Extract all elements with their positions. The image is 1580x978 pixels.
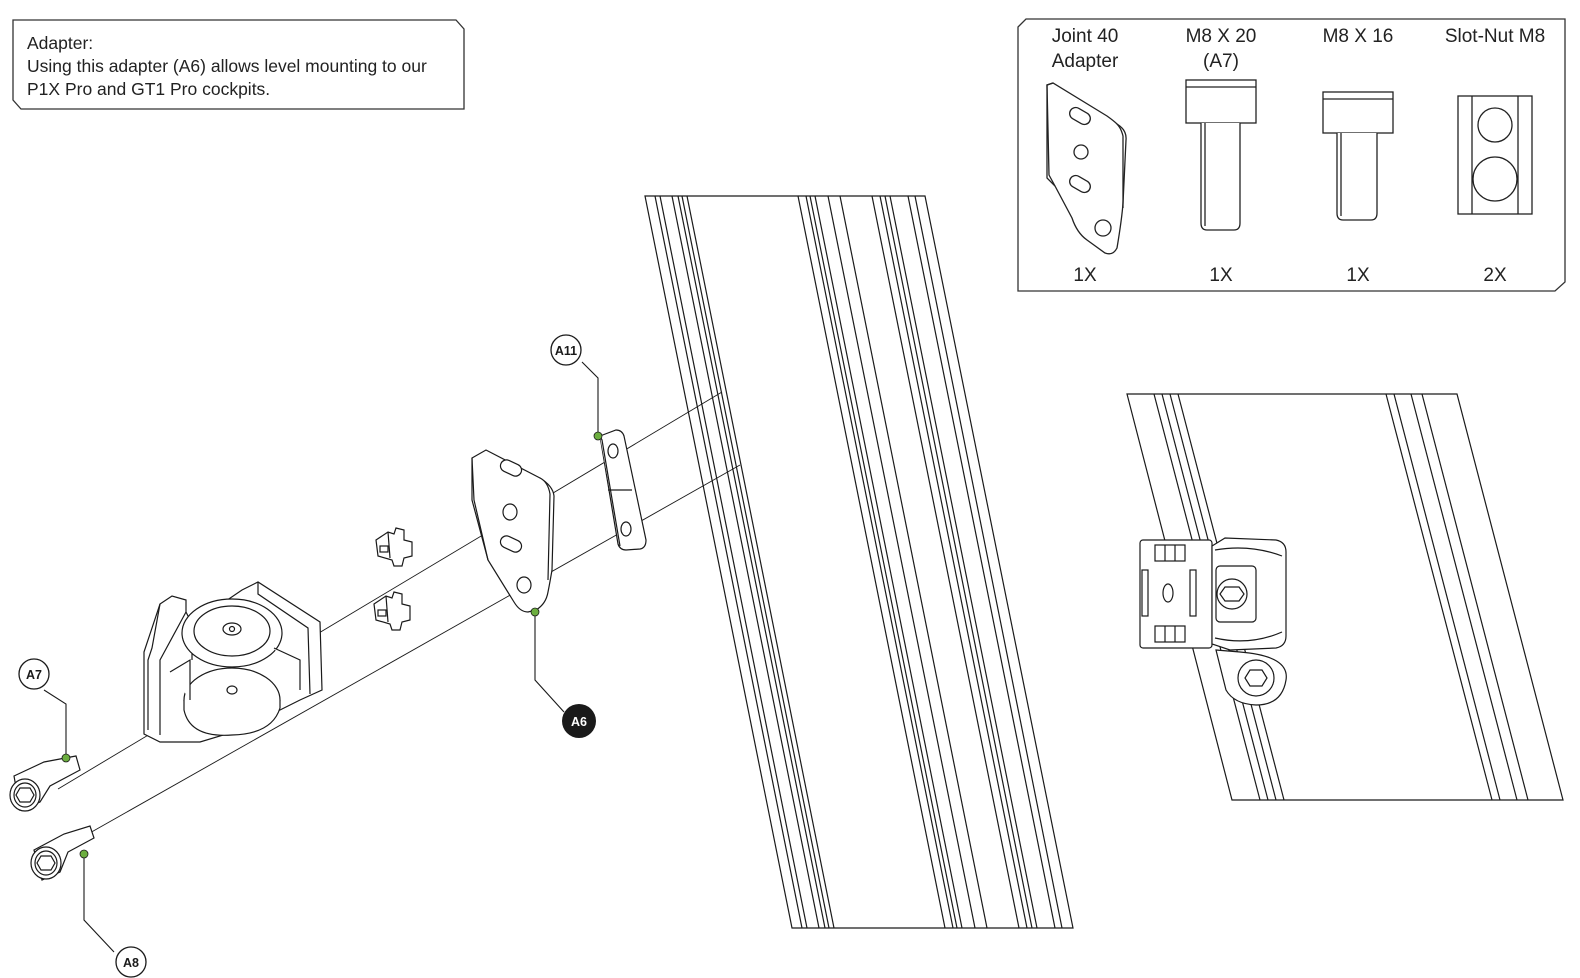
t-nut-upper — [375, 527, 413, 567]
note-title: Adapter: — [27, 33, 94, 53]
part-name-m8x20: M8 X 20 (A7) — [1185, 26, 1257, 72]
detail-view-mounted-joint — [1139, 537, 1287, 706]
slot-nut-icon — [1457, 95, 1533, 215]
adapter-plate-a6 — [471, 449, 555, 613]
adapter-note-box: Adapter: Using this adapter (A6) allows … — [12, 19, 465, 110]
joint-40-adapter-plate-icon — [1046, 82, 1127, 255]
part-qty-joint-40: 1X — [1073, 265, 1097, 286]
part-qty-m8x20: 1X — [1209, 265, 1233, 286]
part-name-joint-40: Joint 40 Adapter — [1051, 26, 1119, 72]
assembly-axis-lines — [57, 391, 741, 835]
part-name-slot-nut: Slot-Nut M8 — [1444, 26, 1546, 47]
note-box-frame — [12, 19, 465, 110]
part-qty-m8x16: 1X — [1346, 265, 1370, 286]
callout-a11: A11 — [550, 334, 582, 366]
callout-a8: A8 — [115, 946, 147, 978]
part-name-m8x16: M8 X 16 — [1322, 26, 1394, 47]
note-line-2: P1X Pro and GT1 Pro cockpits. — [27, 79, 271, 99]
m8x16-bolt-icon — [1322, 91, 1394, 221]
note-line-1: Using this adapter (A6) allows level mou… — [27, 56, 427, 76]
note-text: Adapter: Using this adapter (A6) allows … — [27, 32, 427, 101]
callout-a8-label: A8 — [123, 956, 139, 970]
callout-a7: A7 — [18, 658, 50, 690]
t-nut-lower — [373, 591, 411, 631]
bolt-a7 — [9, 755, 81, 812]
part-qty-slot-nut: 2X — [1483, 265, 1507, 286]
callout-a11-label: A11 — [555, 344, 577, 358]
aluminium-profile-extrusion — [644, 195, 1074, 929]
callout-a6: A6 — [562, 704, 596, 738]
detail-view-profile — [1126, 393, 1564, 801]
leader-dots — [61, 431, 603, 859]
parts-list-box: Joint 40 Adapter M8 X 20 (A7) M8 X 16 Sl… — [1017, 18, 1566, 292]
slot-nut-a11 — [599, 429, 647, 551]
callout-a7-label: A7 — [26, 668, 42, 682]
bolt-a8 — [30, 825, 95, 881]
callout-a6-label: A6 — [571, 715, 587, 729]
m8x20-bolt-icon — [1185, 79, 1257, 231]
joint-40-hinge — [143, 581, 323, 743]
callout-leader-lines — [43, 361, 599, 953]
